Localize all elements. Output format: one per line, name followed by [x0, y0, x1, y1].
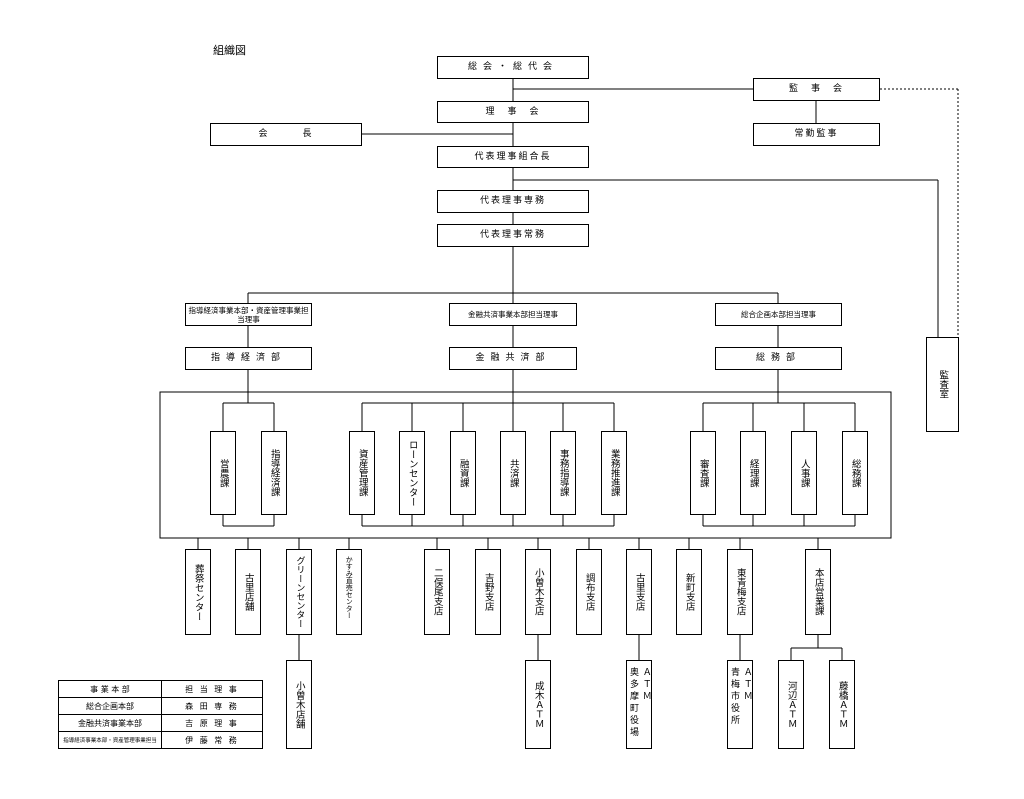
- legend-header-director: 担 当 理 事: [161, 680, 263, 698]
- branch-kori: 古里支店: [626, 549, 652, 635]
- section-jinji: 人事課: [791, 431, 817, 515]
- branch-shinmachi: 新町支店: [676, 549, 702, 635]
- sub-kawabe-atm: 河辺ＡＴＭ: [778, 660, 804, 749]
- section-yushi: 融資課: [450, 431, 476, 515]
- sub-ome-city-atm: ＡＴＭ 青梅市役所: [727, 660, 753, 749]
- branch-futamatao: 二俣尾支店: [424, 549, 450, 635]
- sub-osogi-shop: 小曽木店舗: [286, 660, 312, 749]
- section-keiri: 経理課: [740, 431, 766, 515]
- section-shido-keizai: 指導経済課: [261, 431, 287, 515]
- legend-header-division: 事 業 本 部: [58, 680, 162, 698]
- sub-ome-city-atm-line1: ＡＴＭ: [741, 667, 752, 703]
- section-jimu-shido: 事務指導課: [550, 431, 576, 515]
- branch-honten-eigyo: 本店営業課: [805, 549, 831, 635]
- chart-title: 組織図: [213, 44, 246, 57]
- rep-president-box: 代表理事組合長: [437, 146, 589, 168]
- section-gyomu-suishin: 業務推進課: [601, 431, 627, 515]
- division-head-kinyu: 金融共済事業本部担当理事: [449, 303, 577, 326]
- sub-ome-city-atm-line2: 青梅市役所: [729, 667, 739, 727]
- legend-row: 指導経済事業本部・資産管理事業担当 伊 藤 常 務: [58, 731, 263, 749]
- dept-somu: 総務部: [715, 347, 842, 370]
- general-assembly-box: 総会・総代会: [437, 56, 589, 79]
- section-loan-center: ローンセンター: [399, 431, 425, 515]
- sub-fujihashi-atm: 藤橋ＡＴＭ: [829, 660, 855, 749]
- chairman-box: 会 長: [210, 123, 362, 146]
- section-somu: 総務課: [842, 431, 868, 515]
- branch-chofu: 調布支店: [576, 549, 602, 635]
- full-time-auditor-box: 常勤監事: [753, 123, 880, 146]
- board-box: 理 事 会: [437, 101, 589, 123]
- section-shisan-kanri: 資産管理課: [349, 431, 375, 515]
- division-head-shido: 指導経済事業本部・資産管理事業担当理事: [185, 303, 312, 326]
- legend-division: 指導経済事業本部・資産管理事業担当: [58, 731, 162, 749]
- branch-osogi: 小曽木支店: [525, 549, 551, 635]
- rep-senmu-box: 代表理事専務: [437, 190, 589, 213]
- sub-okutama-atm-line1: ＡＴＭ: [640, 667, 651, 703]
- legend-director: 伊 藤 常 務: [161, 731, 263, 749]
- legend-row: 金融共済事業本部 吉 原 理 事: [58, 714, 263, 732]
- branch-kasumi-center: かすみ直売センター: [336, 549, 362, 635]
- legend-header-row: 事 業 本 部 担 当 理 事: [58, 680, 263, 698]
- branch-higashi-ome: 東青梅支店: [727, 549, 753, 635]
- section-kyosai: 共済課: [500, 431, 526, 515]
- legend-division: 総合企画本部: [58, 697, 162, 715]
- division-head-somu: 総合企画本部担当理事: [715, 303, 842, 326]
- legend-row: 総合企画本部 森 田 専 務: [58, 697, 263, 715]
- legend-division: 金融共済事業本部: [58, 714, 162, 732]
- sub-okutama-atm: ＡＴＭ 奥多摩町役場: [626, 660, 652, 749]
- legend-table: 事 業 本 部 担 当 理 事 総合企画本部 森 田 専 務 金融共済事業本部 …: [58, 680, 263, 749]
- audit-office-box: 監査室: [926, 337, 959, 432]
- legend-director: 森 田 専 務: [161, 697, 263, 715]
- branch-kori-shop: 古里店舗: [235, 549, 261, 635]
- dept-kinyu: 金融共済部: [449, 347, 577, 370]
- dept-shido: 指導経済部: [185, 347, 312, 370]
- branch-green-center: グリーンセンター: [286, 549, 312, 635]
- legend-director: 吉 原 理 事: [161, 714, 263, 732]
- section-shinsa: 審査課: [690, 431, 716, 515]
- branch-sosai-center: 葬祭センター: [185, 549, 211, 635]
- sub-nariki-atm: 成木ＡＴＭ: [525, 660, 551, 749]
- section-einou: 営農課: [210, 431, 236, 515]
- audit-board-box: 監 事 会: [753, 78, 880, 101]
- sub-okutama-atm-line2: 奥多摩町役場: [628, 667, 638, 739]
- rep-jomu-box: 代表理事常務: [437, 224, 589, 247]
- branch-yoshino: 吉野支店: [475, 549, 501, 635]
